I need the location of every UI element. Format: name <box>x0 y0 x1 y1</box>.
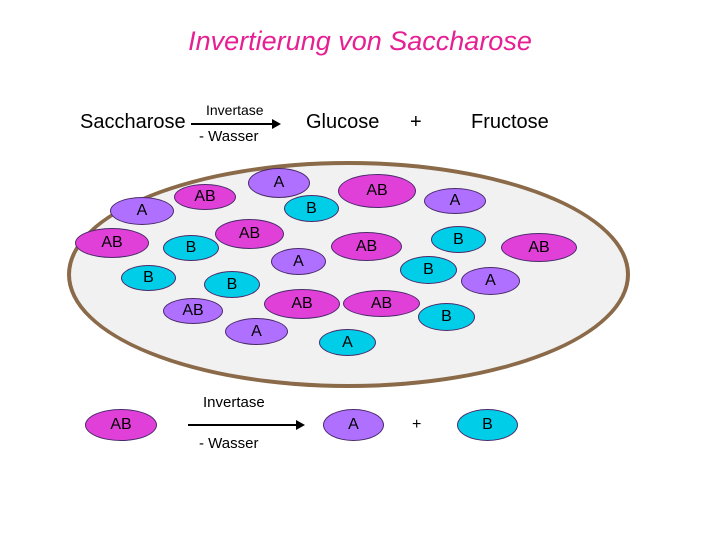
molecule-a: A <box>461 267 520 295</box>
molecule-b: B <box>121 265 176 291</box>
reaction-condition-label: - Wasser <box>199 435 259 452</box>
reaction-enzyme-label: Invertase <box>203 394 265 411</box>
reaction-plus-sign: + <box>412 416 422 433</box>
molecule-ab: AB <box>501 233 577 262</box>
molecule-b: B <box>284 195 339 222</box>
molecule-ab: AB <box>331 232 402 261</box>
molecule-a: AB <box>163 298 223 324</box>
reaction-product-a: A <box>323 409 384 441</box>
molecule-ab: AB <box>343 290 420 317</box>
reaction-reactant-ab: AB <box>85 409 157 441</box>
molecule-ab: AB <box>264 289 340 319</box>
molecule-ab: AB <box>215 219 284 249</box>
plus-sign: + <box>410 111 422 133</box>
bottom-arrow-head-icon <box>296 420 305 430</box>
molecule-a: A <box>225 318 288 345</box>
molecule-b: B <box>418 303 475 331</box>
molecule-ab: AB <box>75 228 149 258</box>
product1-label: Glucose <box>306 111 380 133</box>
molecule-b: B <box>431 226 486 253</box>
molecule-b: B <box>400 256 457 284</box>
bottom-reaction-arrow <box>188 424 298 426</box>
molecule-ab: AB <box>174 184 236 210</box>
molecule-b: A <box>319 329 376 356</box>
enzyme-label: Invertase <box>206 102 264 118</box>
molecule-b: B <box>163 235 219 261</box>
diagram-title: Invertierung von Saccharose <box>188 26 532 56</box>
molecule-a: A <box>110 197 174 225</box>
molecule-a: A <box>248 168 310 198</box>
arrow-head-icon <box>272 119 281 129</box>
reactant-label: Saccharose <box>80 111 186 133</box>
molecule-a: A <box>271 248 326 275</box>
reaction-product-b: B <box>457 409 518 441</box>
condition-label: - Wasser <box>199 128 259 145</box>
molecule-b: B <box>204 271 260 298</box>
product2-label: Fructose <box>471 111 549 133</box>
molecule-ab: AB <box>338 174 416 208</box>
reaction-arrow <box>191 123 274 125</box>
molecule-a: A <box>424 188 486 214</box>
